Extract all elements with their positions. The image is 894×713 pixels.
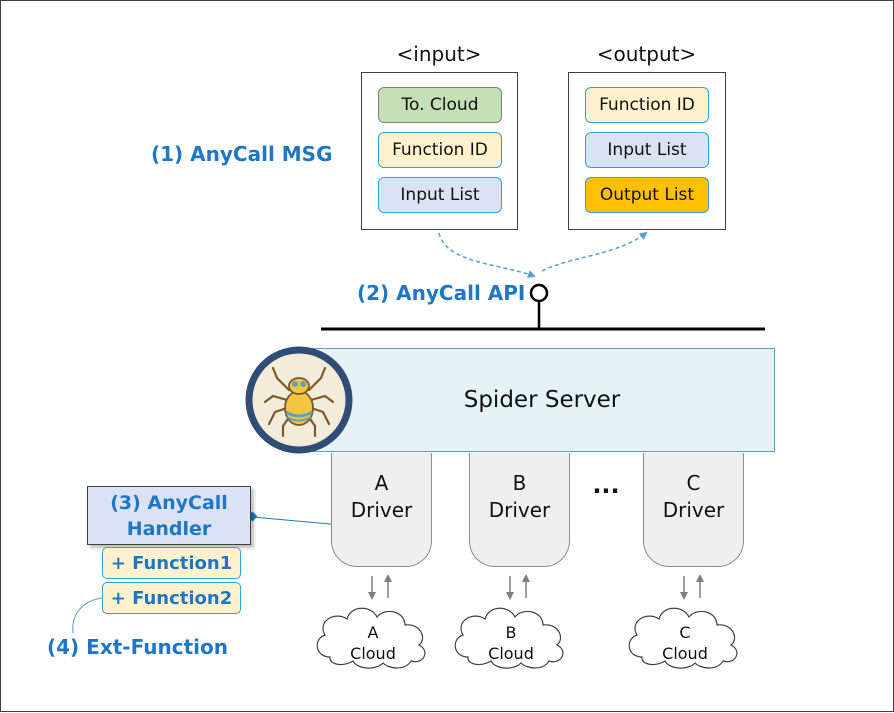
input-list-field: Input List	[378, 177, 502, 213]
cloud-b: B Cloud	[473, 621, 549, 665]
to-cloud-field: To. Cloud	[378, 87, 502, 123]
driver-a-letter: A	[374, 470, 389, 495]
cloud-a-word: Cloud	[350, 644, 396, 663]
anycall-handler-box[interactable]: (3) AnyCall Handler	[87, 486, 251, 545]
cloud-a-letter: A	[367, 623, 379, 642]
driver-b-cloud-arrows	[506, 574, 530, 600]
output-input-list-field: Input List	[585, 132, 709, 168]
driver-ellipsis: ...	[592, 471, 620, 499]
function2-item[interactable]: + Function2	[102, 582, 241, 614]
driver-c-cloud-arrows	[680, 574, 704, 600]
driver-c-word: Driver	[662, 497, 725, 522]
driver-a[interactable]: A Driver	[331, 453, 432, 567]
driver-c-letter: C	[686, 470, 701, 495]
driver-b-letter: B	[512, 470, 527, 495]
driver-a-cloud-arrows	[368, 574, 392, 600]
cloud-b-shape	[454, 607, 564, 669]
handler-title-line1: (3) AnyCall	[110, 491, 228, 514]
ext-function-callout	[72, 597, 103, 634]
function1-item[interactable]: + Function1	[102, 547, 241, 579]
api-to-output-arrow	[541, 231, 648, 272]
input-caption: <input>	[396, 42, 482, 66]
cloud-b-letter: B	[505, 623, 517, 642]
cloud-c: C Cloud	[647, 621, 723, 665]
spider-server-label: Spider Server	[463, 387, 621, 413]
cloud-b-word: Cloud	[488, 644, 534, 663]
output-caption: <output>	[596, 42, 697, 66]
input-function-id-field: Function ID	[378, 132, 502, 168]
api-interface-circle[interactable]	[529, 283, 549, 303]
cloud-c-shape	[628, 607, 738, 669]
spider-server-box: Spider Server	[309, 348, 775, 452]
anycall-api-label: (2) AnyCall API	[357, 281, 526, 305]
cloud-a-shape	[316, 607, 426, 669]
ext-function-label: (4) Ext-Function	[47, 635, 228, 659]
cloud-c-word: Cloud	[662, 644, 708, 663]
cloud-a: A Cloud	[335, 621, 411, 665]
anycall-msg-label: (1) AnyCall MSG	[151, 142, 333, 166]
driver-c[interactable]: C Driver	[643, 453, 744, 567]
cloud-c-letter: C	[679, 623, 691, 642]
driver-b-word: Driver	[488, 497, 551, 522]
output-function-id-field: Function ID	[585, 87, 709, 123]
handler-title-line2: Handler	[126, 517, 212, 540]
driver-b[interactable]: B Driver	[469, 453, 570, 567]
spider-icon	[245, 346, 353, 454]
driver-a-word: Driver	[350, 497, 413, 522]
output-list-field: Output List	[585, 177, 709, 213]
input-to-api-arrow	[438, 232, 536, 278]
